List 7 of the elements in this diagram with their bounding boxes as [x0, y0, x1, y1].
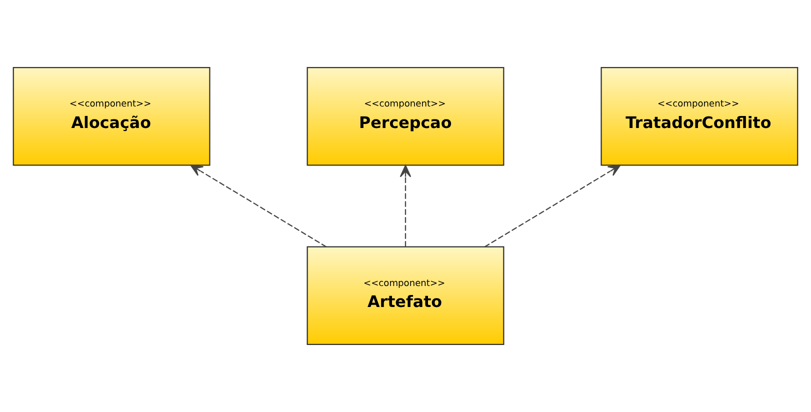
- node-box: <<component>> Artefato: [306, 246, 504, 346]
- arrow: [400, 164, 412, 247]
- node-box: <<component>> Alocação: [12, 66, 210, 166]
- node-box: <<component>> TratadorConflito: [600, 66, 798, 166]
- arrow: [190, 164, 327, 248]
- arrow: [484, 164, 621, 248]
- node-box: <<component>> Percepcao: [306, 66, 504, 166]
